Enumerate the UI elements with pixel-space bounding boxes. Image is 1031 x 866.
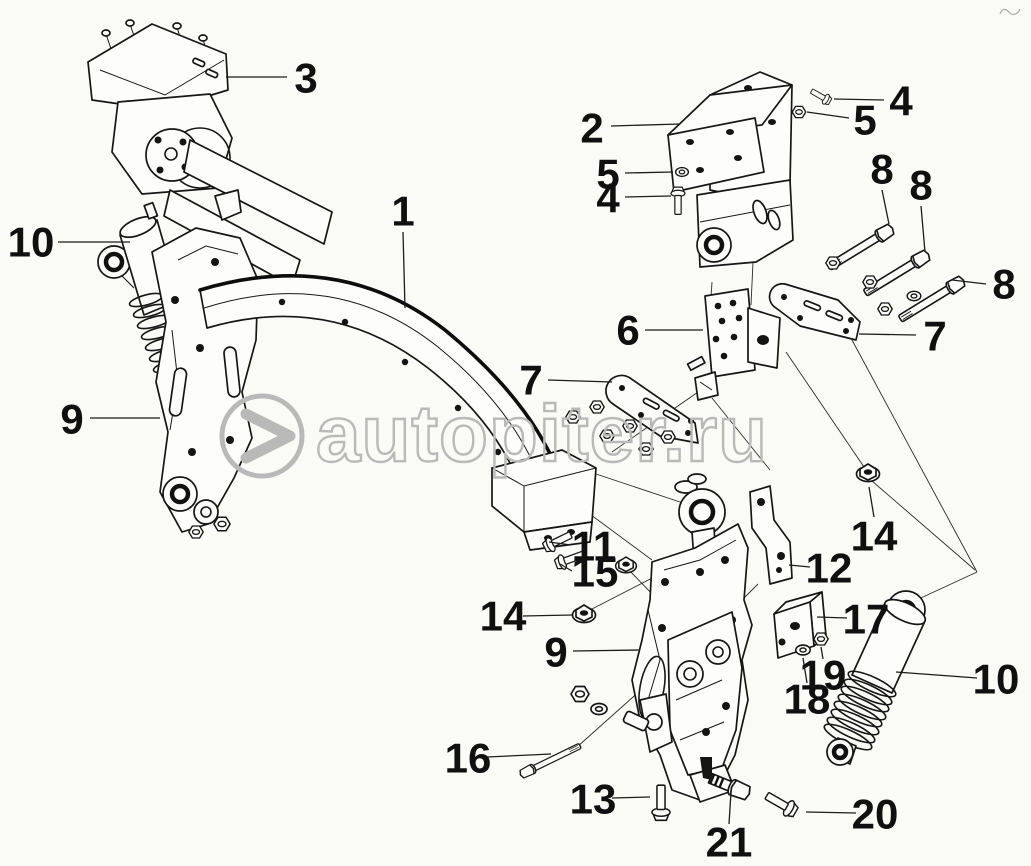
callout-leader-18 (802, 657, 808, 684)
callout-leader-15 (559, 563, 573, 572)
part-2 (667, 71, 794, 268)
callout-label-10: 10 (8, 219, 55, 266)
callout-leader-1 (402, 231, 406, 309)
part-16-bolt (517, 740, 583, 781)
callout-leader-19 (820, 646, 824, 660)
callout-leader-20 (805, 811, 857, 814)
callout-label-7: 7 (519, 357, 542, 404)
callout-leader-2 (610, 123, 681, 127)
callout-label-8: 8 (992, 261, 1015, 308)
part-4-bolt-right (808, 85, 834, 107)
part-7-plate-upper (768, 282, 861, 341)
callout-label-5: 5 (596, 151, 619, 198)
watermark-logo-arrow-icon (240, 408, 296, 464)
callout-leader-13 (611, 796, 651, 799)
callout-label-12: 12 (806, 545, 853, 592)
callout-label-13: 13 (570, 776, 617, 823)
callout-label-9: 9 (544, 629, 567, 676)
part-4-bolt-left (670, 186, 686, 215)
callout-leader-7 (858, 333, 917, 336)
callout-label-9: 9 (60, 396, 83, 443)
part-13-bolt (651, 784, 671, 822)
callout-label-17: 17 (843, 596, 890, 643)
part-10-shock-absorber-right (823, 590, 927, 766)
part-14-nut-right (855, 463, 881, 483)
part-3 (87, 19, 229, 129)
callout-leader-5 (806, 111, 850, 119)
part-9-support-bracket-right (570, 473, 753, 803)
callout-label-2: 2 (580, 105, 603, 152)
callout-leader-4 (624, 195, 672, 198)
part-14-nut-left (571, 604, 597, 624)
callout-label-1: 1 (391, 188, 414, 235)
callout-leader-8 (951, 279, 987, 285)
callout-label-14: 14 (851, 513, 898, 560)
callout-leader-10 (895, 671, 978, 679)
callout-leader-7 (547, 379, 613, 383)
callout-leader-17 (816, 616, 848, 619)
part-20-bolt (761, 787, 801, 821)
callout-label-3: 3 (294, 55, 317, 102)
callout-label-18: 18 (784, 676, 831, 723)
part-15-nut (614, 556, 638, 574)
fasteners (517, 85, 881, 822)
corner-scribble (999, 8, 1021, 15)
callout-label-11: 11 (572, 523, 616, 570)
callout-leader-11 (548, 541, 572, 546)
callout-leader-5 (624, 171, 674, 174)
callout-leader-12 (788, 564, 811, 568)
callout-leader-14 (522, 614, 573, 617)
callout-leader-8 (920, 205, 926, 253)
part-5-nut-right (791, 105, 807, 119)
watermark: autopiter.ru (219, 8, 1021, 479)
part-7-plate-lower (605, 374, 699, 444)
callout-leader-21 (728, 791, 732, 825)
callout-leader-9 (572, 649, 641, 652)
callout-label-21: 21 (706, 819, 753, 866)
part-12 (749, 485, 793, 585)
callout-label-8: 8 (870, 146, 893, 193)
callout-label-4: 4 (889, 78, 913, 125)
callout-label-5: 5 (853, 97, 876, 144)
callout-leader-4 (833, 98, 885, 101)
callout-label-6: 6 (616, 307, 639, 354)
part-5-washer-left (674, 166, 690, 178)
part-1-curved-beam (198, 273, 597, 551)
callout-label-8: 8 (909, 162, 932, 209)
callout-label-14: 14 (480, 593, 527, 640)
callout-leader-8 (881, 189, 890, 225)
callout-label-20: 20 (852, 791, 899, 838)
part-6 (686, 288, 781, 401)
callout-leader-16 (486, 753, 552, 758)
part-21-stud (707, 772, 751, 801)
callout-leader-14 (868, 486, 875, 518)
callout-label-15: 15 (572, 549, 619, 596)
part-19-nut (813, 632, 829, 646)
watermark-text: autopiter.ru (316, 389, 768, 478)
callout-label-19: 19 (800, 652, 847, 699)
part-9-support-bracket-left (151, 227, 259, 539)
callout-label-7: 7 (923, 313, 946, 360)
callout-label-16: 16 (445, 735, 492, 782)
callout-label-4: 4 (596, 175, 620, 222)
callout-label-10: 10 (973, 656, 1020, 703)
